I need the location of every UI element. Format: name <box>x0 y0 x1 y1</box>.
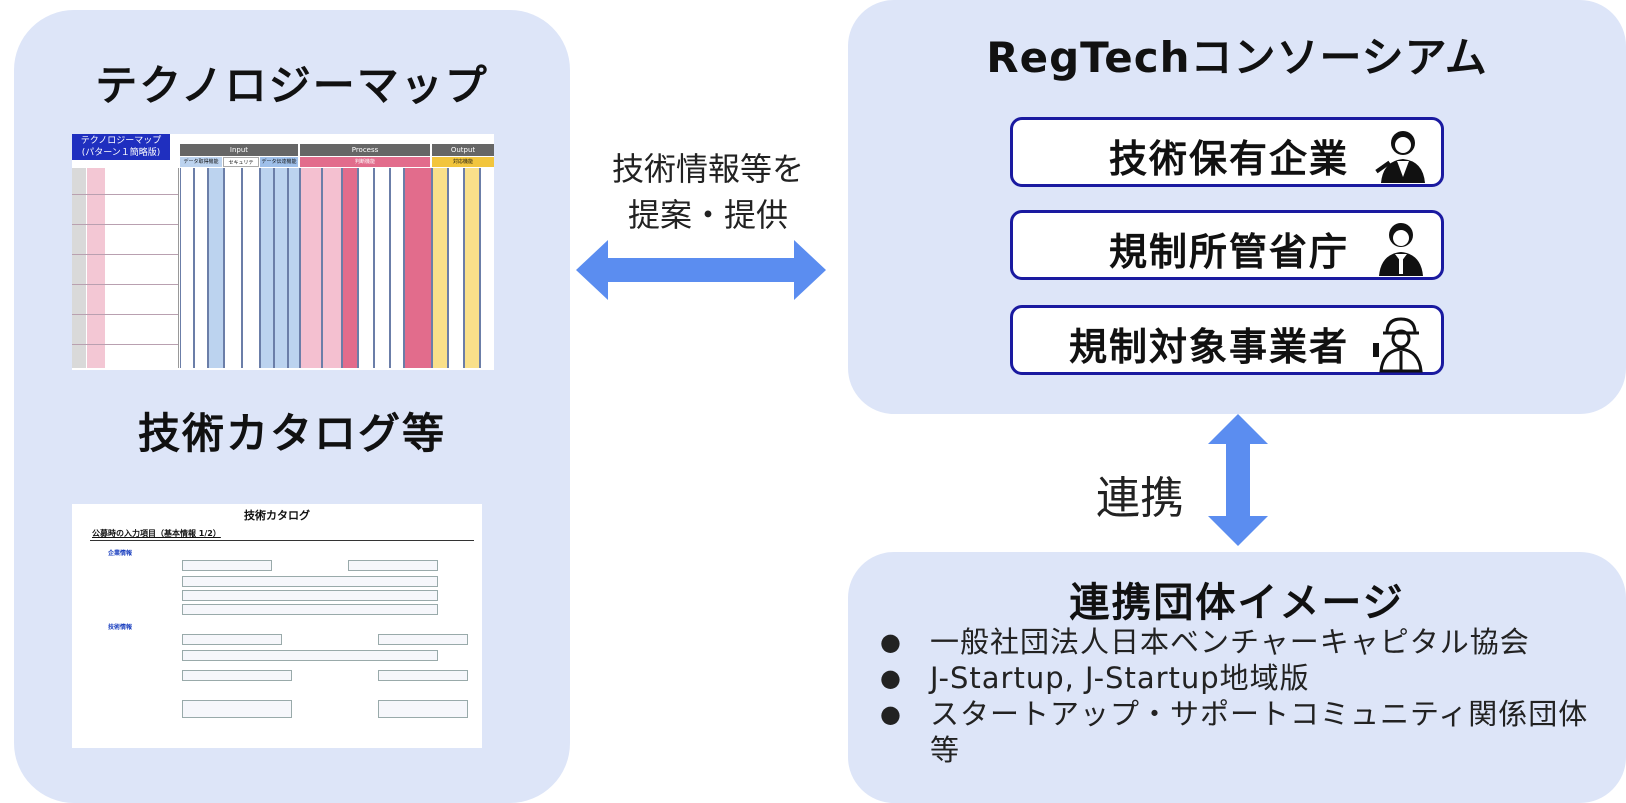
techmap-column <box>358 168 374 368</box>
techmap-column <box>432 168 448 368</box>
techmap-label-column <box>106 168 179 368</box>
techmap-data-sub: データ取得機能 <box>180 157 222 167</box>
catalog-field-row <box>108 604 478 616</box>
catalog-rule <box>90 540 474 541</box>
techmap-output-sub: 対応機能 <box>432 157 494 167</box>
techmap-comm-sub: データ伝達機能 <box>260 157 298 167</box>
technology-map-thumbnail: テクノロジーマップ (パターン１簡略版) Input Process Outpu… <box>72 134 494 370</box>
member-label: 技術保有企業 <box>1108 137 1349 181</box>
techmap-label-column <box>72 168 86 368</box>
techmap-process-header: Process <box>300 144 430 156</box>
techmap-column <box>288 168 300 368</box>
catalog-field-row <box>108 590 478 602</box>
techmap-row-line <box>72 314 178 315</box>
techmap-label-column <box>87 168 105 368</box>
tech-catalog-heading: 技術カタログ等 <box>137 409 446 458</box>
catalog-field-row <box>108 650 478 662</box>
techmap-judge-sub: 判断機能 <box>300 157 430 167</box>
catalog-field-row <box>108 576 478 588</box>
techmap-column <box>260 168 274 368</box>
member-label: 規制所管省庁 <box>1108 230 1349 274</box>
techmap-column <box>180 168 194 368</box>
techmap-row-line <box>72 194 178 195</box>
proposal-label-line1: 技術情報等を <box>611 150 804 188</box>
techmap-output-header: Output <box>432 144 494 156</box>
techmap-row-line <box>72 284 178 285</box>
cooperation-label: 連携 <box>1096 473 1184 524</box>
techmap-column <box>208 168 224 368</box>
catalog-field-row <box>108 700 478 718</box>
techmap-column <box>300 168 322 368</box>
partner-item: 一般社団法人日本ベンチャーキャピタル協会 <box>880 624 1600 660</box>
member-box-tech-companies: 技術保有企業 <box>1010 117 1444 187</box>
partner-item: J-Startup, J-Startup地域版 <box>880 660 1600 696</box>
techmap-column <box>242 168 260 368</box>
techmap-thumb-title: テクノロジーマップ (パターン１簡略版) <box>72 134 170 160</box>
catalog-field-row <box>108 560 478 572</box>
techmap-column <box>322 168 342 368</box>
techmap-column <box>448 168 464 368</box>
member-box-ministries: 規制所管省庁 <box>1010 210 1444 280</box>
cooperation-arrow <box>1208 414 1268 546</box>
partner-item: スタートアップ・サポートコミュニティ関係団体等 <box>880 696 1600 768</box>
techmap-column <box>390 168 404 368</box>
techmap-column <box>404 168 432 368</box>
techmap-column <box>480 168 494 368</box>
techmap-column <box>342 168 358 368</box>
partner-title: 連携団体イメージ <box>1069 580 1405 626</box>
techmap-row-line <box>72 344 178 345</box>
catalog-thumb-title: 技術カタログ <box>244 509 310 522</box>
partner-list: 一般社団法人日本ベンチャーキャピタル協会 J-Startup, J-Startu… <box>880 624 1600 768</box>
catalog-thumb-subtitle: 公募時の入力項目（基本情報 1/2） <box>92 529 221 538</box>
techmap-column <box>464 168 480 368</box>
catalog-field-row <box>108 670 478 682</box>
techmap-column <box>374 168 390 368</box>
technology-map-title: テクノロジーマップ <box>95 61 489 110</box>
engineer-icon <box>1375 131 1425 183</box>
catalog-section-tech: 技術情報 <box>108 624 133 631</box>
official-icon <box>1379 223 1423 276</box>
techmap-row-line <box>72 254 178 255</box>
techmap-column <box>224 168 242 368</box>
techmap-input-header: Input <box>180 144 298 156</box>
techmap-column <box>194 168 208 368</box>
proposal-label-line2: 提案・提供 <box>627 196 788 234</box>
tech-catalog-thumbnail: 技術カタログ 公募時の入力項目（基本情報 1/2） 企業情報 技術情報 <box>72 504 482 748</box>
catalog-field-row <box>108 634 478 646</box>
consortium-title: RegTechコンソーシアム <box>986 33 1488 82</box>
proposal-label: 技術情報等を 提案・提供 <box>578 146 838 238</box>
member-box-regulated-businesses: 規制対象事業者 <box>1010 305 1444 375</box>
techmap-row-line <box>72 224 178 225</box>
techmap-security-sub: セキュリティ・トラスト機能 <box>223 157 259 186</box>
worker-icon <box>1373 317 1423 373</box>
techmap-column <box>274 168 288 368</box>
catalog-section-company: 企業情報 <box>108 550 133 557</box>
member-label: 規制対象事業者 <box>1068 325 1349 369</box>
proposal-arrow <box>576 240 826 300</box>
